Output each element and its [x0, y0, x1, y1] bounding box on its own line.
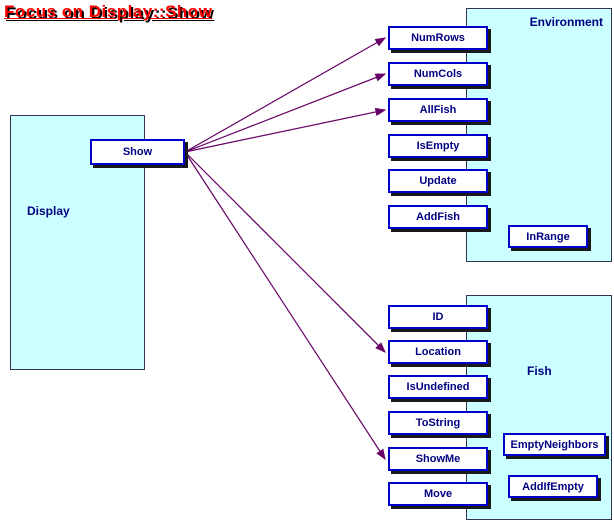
method-box-inrange[interactable]: InRange	[508, 225, 588, 248]
method-box-show[interactable]: Show	[90, 139, 185, 165]
method-box-move[interactable]: Move	[388, 482, 488, 506]
method-box-isundefined[interactable]: IsUndefined	[388, 375, 488, 399]
fish-class-label: Fish	[527, 364, 552, 378]
method-box-allfish[interactable]: AllFish	[388, 98, 488, 122]
method-box-isempty[interactable]: IsEmpty	[388, 134, 488, 158]
method-box-numcols[interactable]: NumCols	[388, 62, 488, 86]
method-box-addifempty[interactable]: AddIfEmpty	[508, 475, 598, 498]
display-class-label: Display	[27, 204, 70, 218]
method-box-update[interactable]: Update	[388, 169, 488, 193]
method-box-id[interactable]: ID	[388, 305, 488, 329]
method-box-emptyneighbors[interactable]: EmptyNeighbors	[503, 433, 606, 456]
method-box-addfish[interactable]: AddFish	[388, 205, 488, 229]
method-box-numrows[interactable]: NumRows	[388, 26, 488, 50]
environment-class-label: Environment	[529, 15, 603, 29]
page-title: Focus on Display::Show	[4, 2, 213, 21]
method-box-showme[interactable]: ShowMe	[388, 447, 488, 471]
method-box-tostring[interactable]: ToString	[388, 411, 488, 435]
method-box-location[interactable]: Location	[388, 340, 488, 364]
